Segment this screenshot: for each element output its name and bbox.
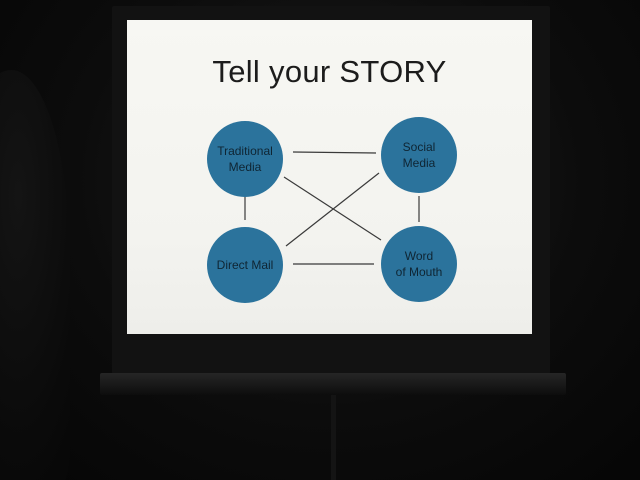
connection-diagram: [127, 20, 532, 334]
node-direct-mail: Direct Mail: [207, 227, 283, 303]
node-social-media: Social Media: [381, 117, 457, 193]
node-label: Direct Mail: [217, 257, 274, 273]
line-traditional-word: [284, 177, 381, 240]
node-word-of-mouth: Word of Mouth: [381, 226, 457, 302]
screen-bottom-bar: [100, 373, 566, 395]
screen-stand: [331, 395, 336, 480]
node-label: Word of Mouth: [396, 248, 443, 280]
line-social-direct: [286, 173, 379, 246]
node-label: Traditional Media: [217, 143, 273, 175]
line-traditional-social: [293, 152, 376, 153]
audience-silhouette: [0, 70, 70, 480]
node-traditional-media: Traditional Media: [207, 121, 283, 197]
node-label: Social Media: [403, 139, 436, 171]
presentation-slide: Tell your STORY Traditional Media Social…: [127, 20, 532, 334]
